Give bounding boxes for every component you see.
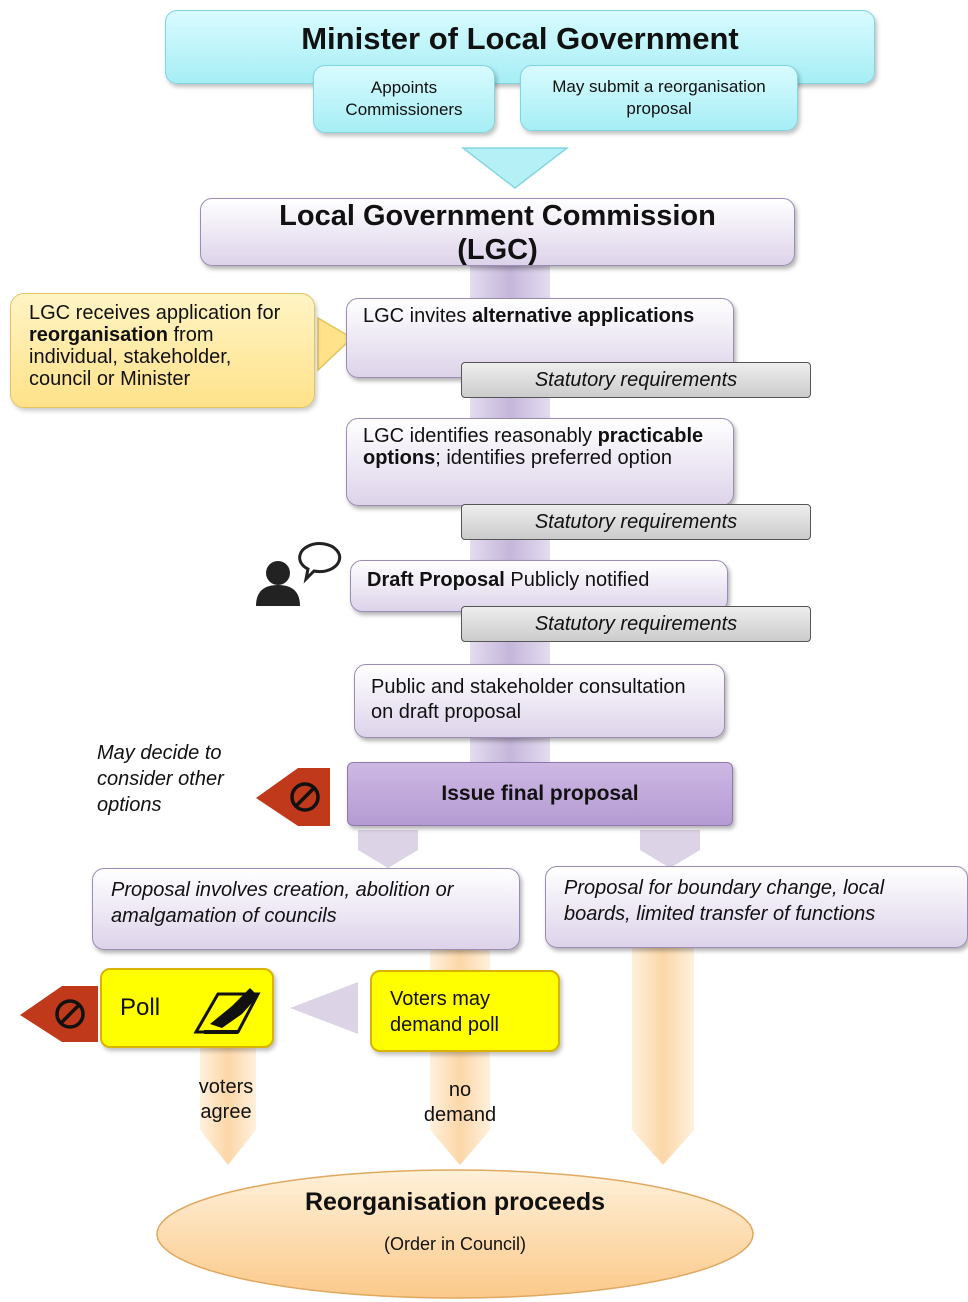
practicable-options-box: LGC identifies reasonably practicable op…: [346, 418, 734, 506]
minister-arrow: [460, 147, 570, 189]
outcome-title: Reorganisation proceeds: [304, 1188, 606, 1216]
demand-arrow: [290, 982, 358, 1034]
no-demand-label: no demand: [423, 1079, 497, 1126]
branch-left-box: Proposal involves creation, abolition or…: [92, 868, 520, 950]
lgc-title-1: Local Government Commission: [279, 200, 716, 232]
peach-arrow-left: [200, 1046, 256, 1165]
lgc-title-2: (LGC): [457, 234, 538, 266]
receives-pointer: [317, 316, 354, 372]
reconsider-text: May decide to consider other options: [97, 742, 224, 816]
outcome-subtitle: (Order in Council): [383, 1234, 527, 1254]
statutory-2: Statutory requirements: [461, 504, 811, 540]
final-proposal-box: Issue final proposal: [347, 762, 733, 826]
voters-agree-label: voters agree: [198, 1076, 254, 1123]
statutory-3: Statutory requirements: [461, 606, 811, 642]
consultation-box: Public and stakeholder consultation on d…: [354, 664, 725, 738]
submit-box: May submit a reorganisation proposal: [520, 65, 798, 131]
receives-box: LGC receives application for reorganisat…: [10, 293, 315, 408]
appoints-box: Appoints Commissioners: [313, 65, 495, 133]
voters-demand-box: Voters may demand poll: [370, 970, 560, 1052]
statutory-1: Statutory requirements: [461, 362, 811, 398]
branch-right-box: Proposal for boundary change, local boar…: [545, 866, 968, 948]
draft-proposal-box: Draft Proposal Publicly notified: [350, 560, 728, 612]
voting-hand-icon: [193, 988, 261, 1034]
peach-arrow-right: [632, 940, 694, 1165]
outcome-oval: [156, 1169, 754, 1299]
minister-title: Minister of Local Government: [301, 21, 739, 56]
poll-box: Poll: [100, 968, 274, 1048]
lgc-box: Local Government Commission (LGC): [200, 198, 795, 266]
